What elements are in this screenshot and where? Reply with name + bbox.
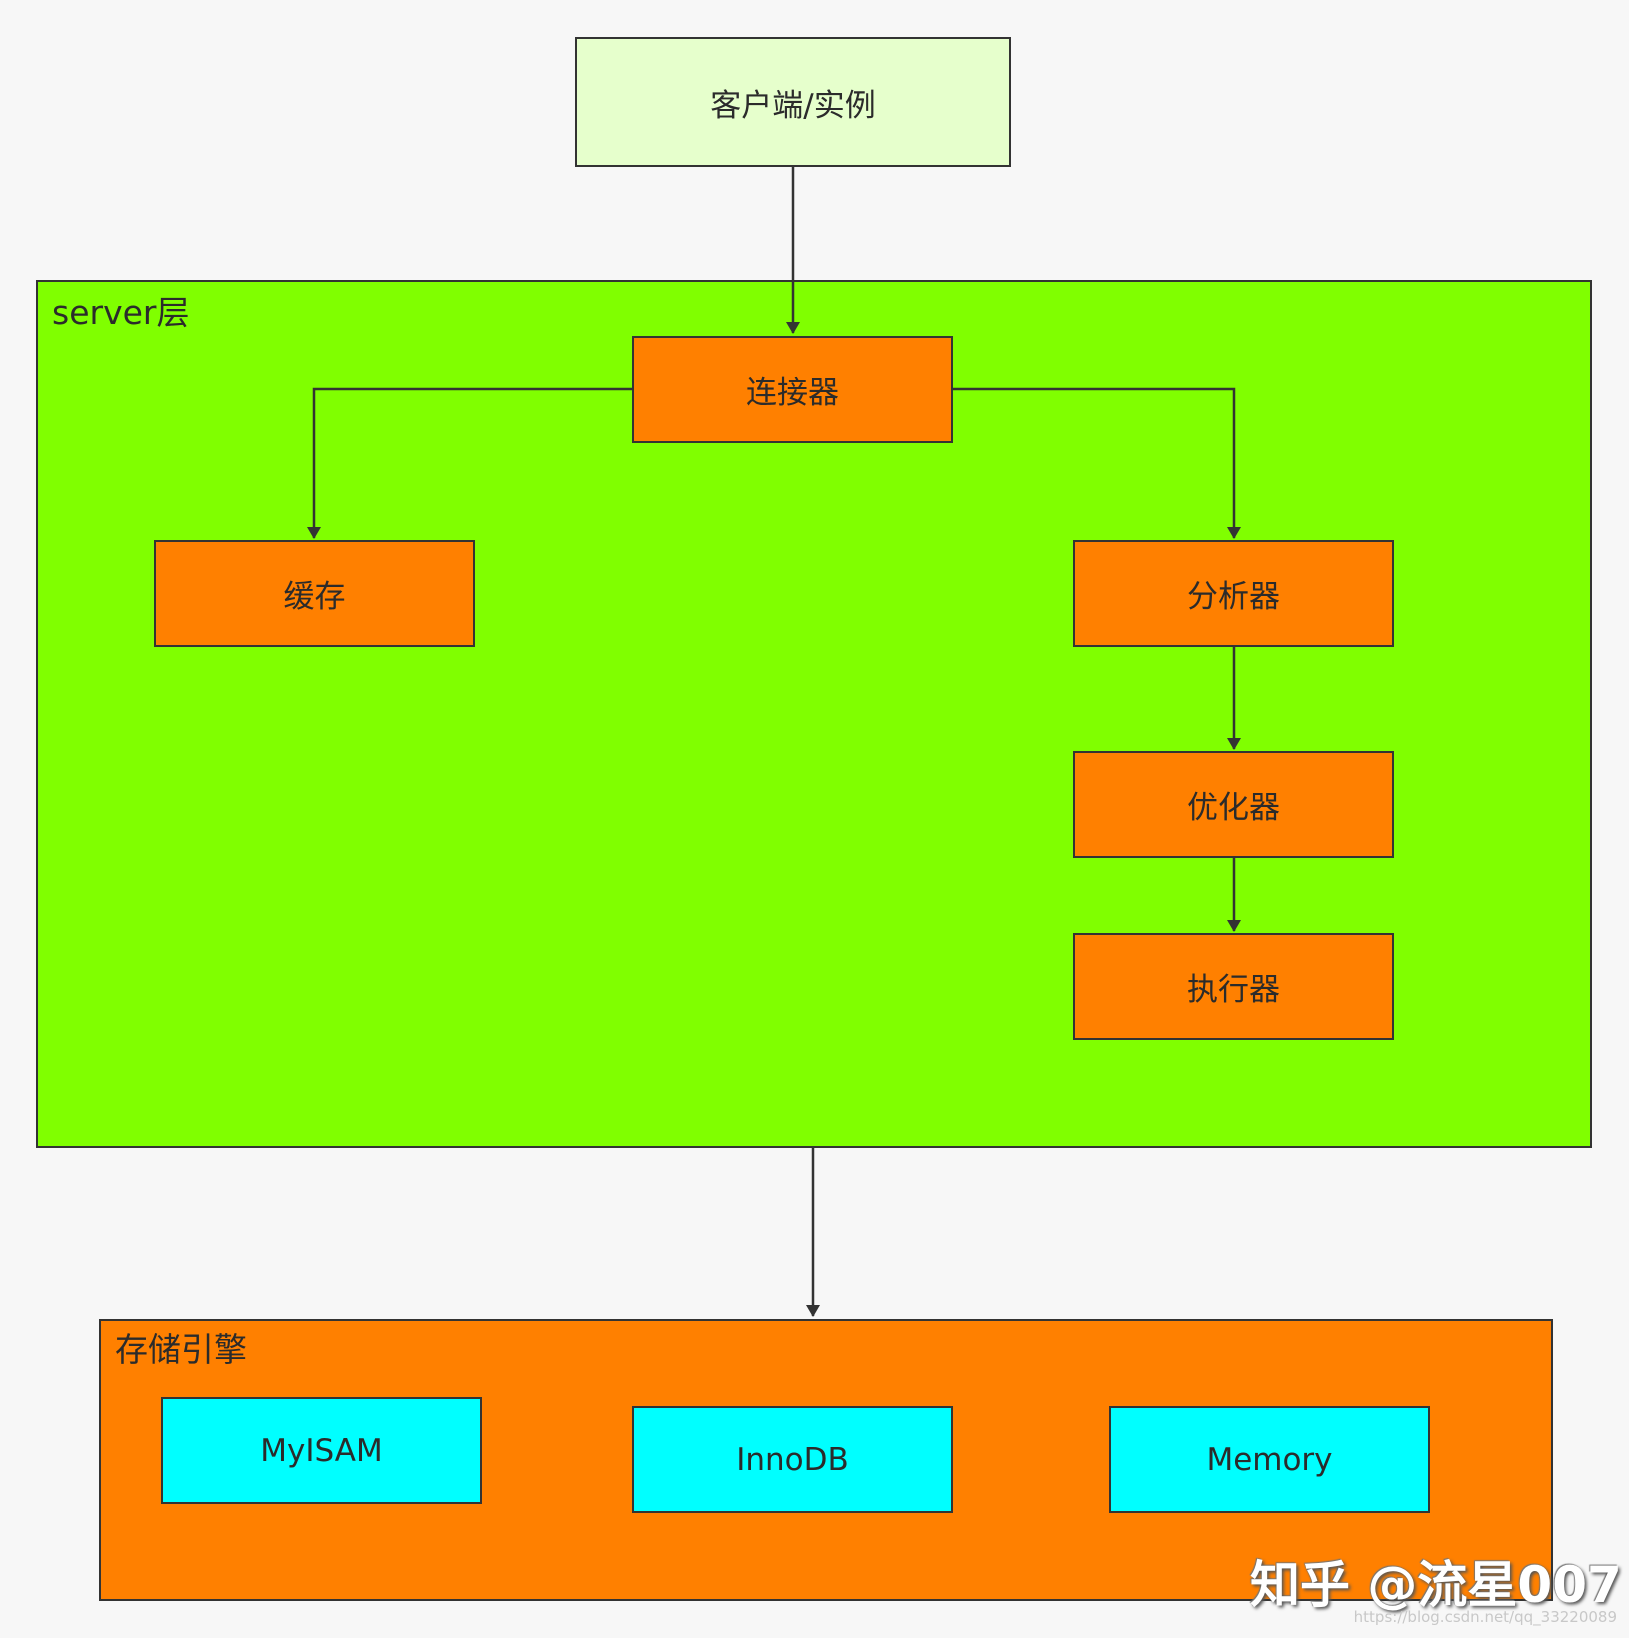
storage-engine-label: 存储引擎	[115, 1330, 247, 1369]
executor-node: 执行器	[1073, 933, 1394, 1040]
memory-label: Memory	[1206, 1441, 1333, 1478]
cache-label: 缓存	[283, 579, 346, 615]
innodb-engine-node: InnoDB	[632, 1406, 953, 1513]
innodb-label: InnoDB	[736, 1441, 849, 1478]
zhihu-watermark: 知乎 @流星007	[1250, 1556, 1622, 1614]
myisam-engine-node: MyISAM	[161, 1397, 482, 1504]
analyzer-label: 分析器	[1187, 579, 1280, 615]
edge-connector-to-cache	[307, 387, 632, 539]
cache-node: 缓存	[154, 540, 475, 647]
client-instance-node: 客户端/实例	[575, 37, 1011, 167]
connector-label: 连接器	[746, 375, 839, 411]
optimizer-label: 优化器	[1187, 790, 1280, 826]
edge-connector-to-analyzer	[953, 387, 1241, 539]
memory-engine-node: Memory	[1109, 1406, 1430, 1513]
source-url-watermark: https://blog.csdn.net/qq_33220089	[1353, 1608, 1617, 1626]
myisam-label: MyISAM	[260, 1432, 383, 1469]
analyzer-node: 分析器	[1073, 540, 1394, 647]
executor-label: 执行器	[1187, 972, 1280, 1008]
optimizer-node: 优化器	[1073, 751, 1394, 858]
server-layer-label: server层	[52, 293, 190, 332]
connector-node: 连接器	[632, 336, 953, 443]
client-instance-label: 客户端/实例	[710, 87, 876, 124]
